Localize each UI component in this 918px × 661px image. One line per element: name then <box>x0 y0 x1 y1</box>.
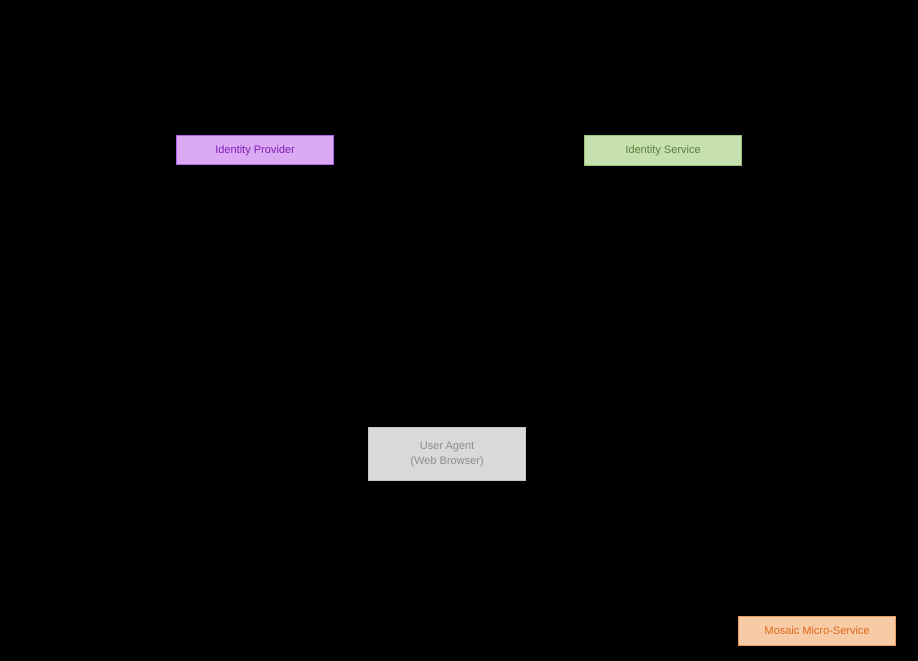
participant-label-user-agent-line1: User Agent <box>419 440 475 452</box>
participant-label-identity-provider: Identity Provider <box>215 143 295 156</box>
participant-label-identity-service: Identity Service <box>625 144 701 156</box>
participant-label-user-agent-line2: (Web Browser) <box>410 455 484 467</box>
participant-box-identity-service: Identity Service <box>584 135 742 166</box>
participant-box-mosaic-micro-service: Mosaic Micro-Service <box>738 616 896 646</box>
participant-label-mosaic-micro-service: Mosaic Micro-Service <box>764 624 870 637</box>
participant-box-identity-provider: Identity Provider <box>176 135 334 165</box>
participant-box-user-agent: User Agent (Web Browser) <box>368 427 526 481</box>
